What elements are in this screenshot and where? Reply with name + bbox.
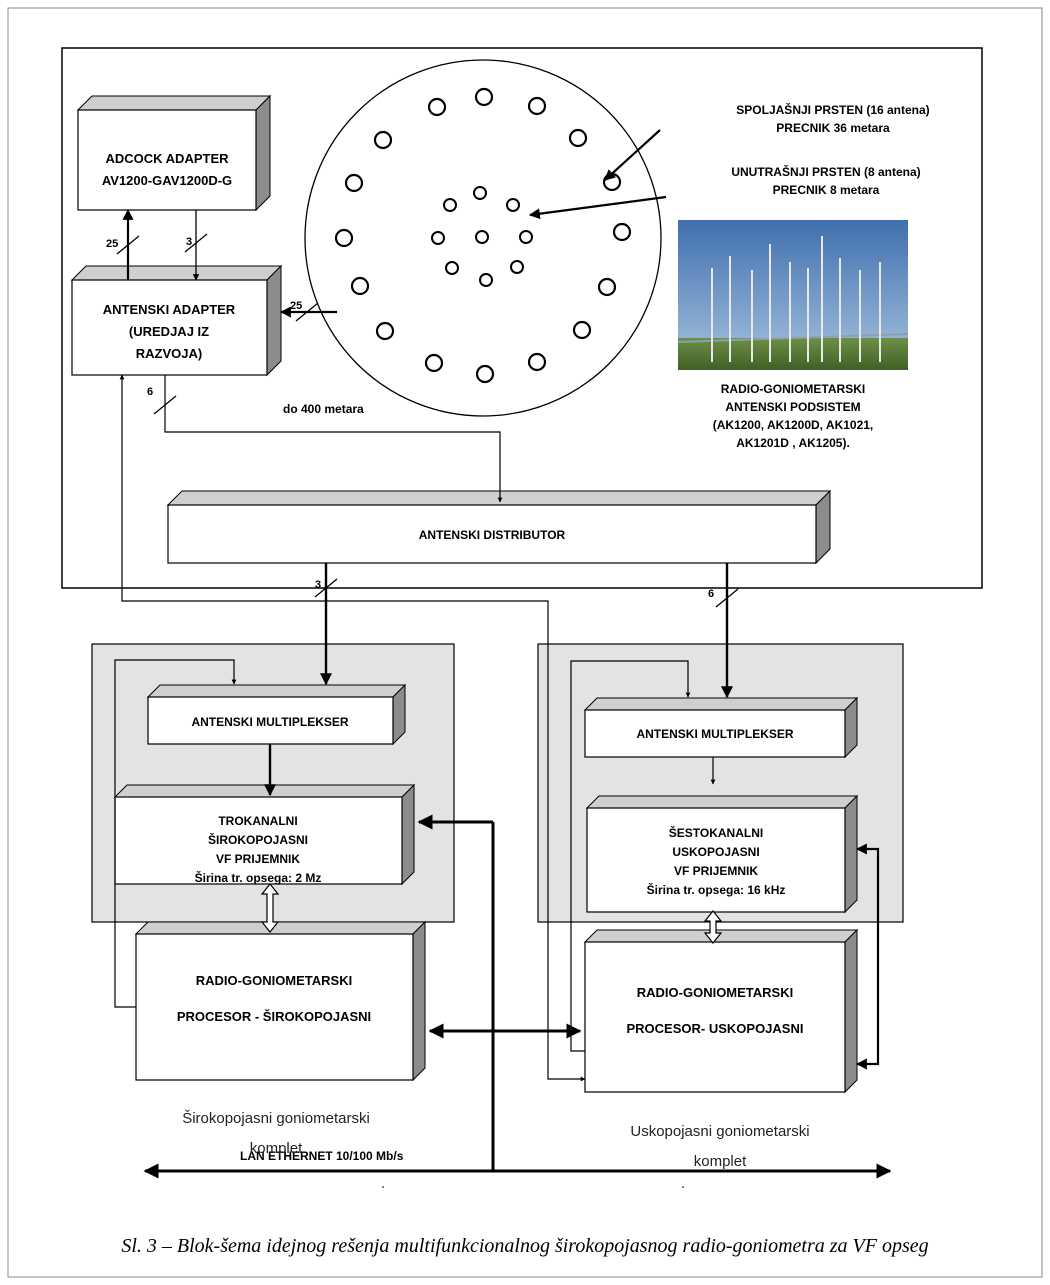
outer-antenna-ring [334, 87, 632, 384]
distance-label: do 400 metara [283, 402, 364, 416]
rx-proc-link-left [260, 883, 280, 933]
slash-dist-left [314, 578, 338, 598]
multiplexer-right-label: ANTENSKI MULTIPLEKSER [636, 727, 793, 741]
wire-right-proc-to-mux [570, 660, 691, 1052]
inner-antenna-6 [445, 261, 459, 275]
outer-ring-label: SPOLJAŠNJI PRSTEN (16 antena)PRECNIK 36 … [736, 102, 929, 135]
inner-antenna-7 [431, 231, 445, 245]
receiver-right-box [585, 794, 859, 914]
outer-antenna-9 [527, 352, 547, 372]
figure-caption: Sl. 3 – Blok-šema idejnog rešenja multif… [121, 1235, 928, 1257]
inner-antenna-8 [443, 198, 457, 212]
inner-ring-label: UNUTRAŠNJI PRSTEN (8 antena)PRECNIK 8 me… [731, 164, 920, 197]
multiplexer-right-box [583, 696, 859, 759]
outer-antenna-7 [597, 277, 617, 297]
inner-antenna-4 [510, 260, 524, 274]
slash-dist-right [715, 588, 739, 608]
antenna-distributor-box [166, 489, 832, 565]
slash-adcock-down [184, 233, 208, 253]
bus-count-dist-right: 6 [708, 588, 714, 600]
antenna-subsystem-photo [677, 220, 909, 370]
inner-antenna-5 [479, 273, 493, 287]
outer-antenna-1 [427, 97, 447, 117]
bus-count-adapter-down: 6 [147, 386, 153, 398]
outer-antenna-15 [344, 173, 364, 193]
outer-antenna-13 [350, 276, 370, 296]
outer-antenna-14 [334, 228, 354, 248]
inner-antenna-3 [519, 230, 533, 244]
outer-antenna-11 [424, 353, 444, 373]
outer-antenna-2 [474, 87, 494, 107]
antenna-distributor-label: ANTENSKI DISTRIBUTOR [419, 528, 566, 542]
center-antenna [475, 230, 489, 244]
antenna-adapter-box [70, 264, 283, 377]
lan-label: LAN ETHERNET 10/100 Mb/s [240, 1149, 404, 1163]
bus-count-adcock-down: 3 [186, 236, 192, 248]
slash-adcock-up [116, 235, 140, 255]
processor-left-box [134, 920, 427, 1082]
arrow-inner-ring [528, 195, 667, 220]
outer-antenna-10 [475, 364, 495, 384]
outer-antenna-4 [568, 128, 588, 148]
inner-antenna-1 [473, 186, 487, 200]
arrow-outer-ring [604, 129, 661, 181]
inner-antenna-2 [506, 198, 520, 212]
wire-right-rx-proc-bracket [855, 843, 880, 1070]
slash-array-adapter [295, 302, 319, 322]
rx-proc-link-right [703, 910, 723, 944]
outer-antenna-16 [373, 130, 393, 150]
outer-antenna-12 [375, 321, 395, 341]
bus-count-adcock-up: 25 [106, 238, 118, 250]
outer-antenna-8 [572, 320, 592, 340]
bus-count-dist-left: 3 [315, 579, 321, 591]
processor-right-box [583, 928, 859, 1094]
bus-count-array-adapter: 25 [290, 300, 302, 312]
adcock-adapter-box [76, 94, 272, 212]
multiplexer-left-label: ANTENSKI MULTIPLEKSER [191, 715, 348, 729]
inner-antenna-ring [431, 186, 533, 287]
outer-antenna-5 [602, 172, 622, 192]
outer-antenna-6 [612, 222, 632, 242]
page-frame [7, 7, 1043, 1278]
wire-left-proc-to-mux [114, 659, 237, 1008]
wire-feedback-left [119, 374, 586, 1082]
outer-antenna-3 [527, 96, 547, 116]
